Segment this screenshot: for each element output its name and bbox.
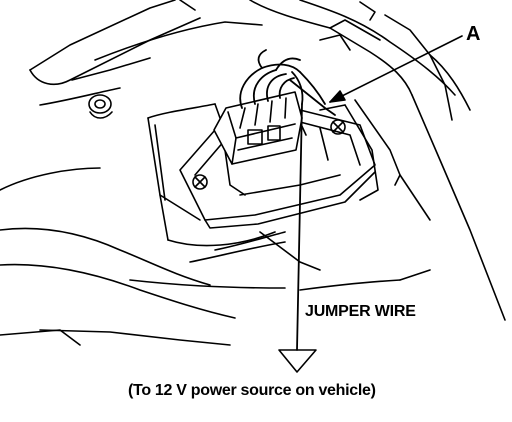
jumper-wire-label: JUMPER WIRE xyxy=(305,303,416,320)
power-source-symbol xyxy=(278,349,317,373)
power-source-label: (To 12 V power source on vehicle) xyxy=(128,382,376,399)
callout-label-a: A xyxy=(466,23,481,45)
screw-left xyxy=(192,174,208,190)
screw-right xyxy=(330,119,346,135)
panel-hole xyxy=(88,94,113,119)
blower-housing xyxy=(147,103,379,247)
callout-a-leader xyxy=(329,35,463,103)
connector xyxy=(213,91,303,165)
dashboard-structure xyxy=(0,0,506,346)
mounting-screws xyxy=(192,119,346,190)
jumper-wire xyxy=(291,71,304,351)
